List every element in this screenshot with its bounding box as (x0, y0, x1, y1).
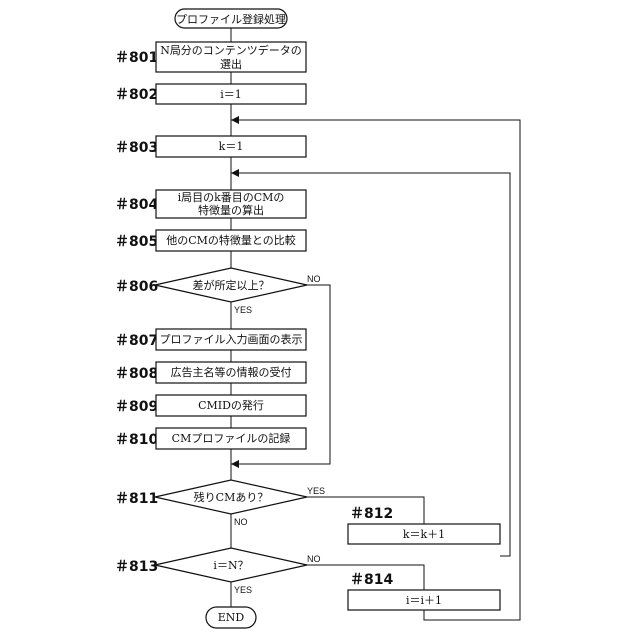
step-803-label: k＝1 (219, 140, 244, 153)
step-id: ＃804 (115, 197, 158, 213)
decision-811: ＃811 残りCMあり？ YES NO (115, 480, 325, 527)
step-id: ＃809 (115, 399, 158, 415)
step-814-label: i＝i＋1 (406, 594, 442, 607)
decision-811-label: 残りCMあり？ (194, 490, 269, 504)
step-id: ＃814 (350, 572, 393, 588)
step-805-label: 他のCMの特徴量との比較 (166, 233, 296, 247)
decision-813-yes-label: YES (234, 585, 252, 595)
decision-811-yes-label: YES (307, 486, 325, 496)
step-805: ＃805 他のCMの特徴量との比較 (115, 230, 306, 251)
step-801-line1: N局分のコンテンツデータの (160, 43, 302, 57)
step-803: ＃803 k＝1 (115, 136, 306, 157)
step-808: ＃808 広告主名等の情報の受付 (115, 362, 306, 383)
step-807-label: プロファイル入力画面の表示 (160, 332, 303, 346)
step-802: ＃802 i＝1 (115, 84, 306, 104)
step-804-line1: i局目のk番目のCMの (178, 191, 285, 204)
arrowhead (231, 460, 239, 468)
step-809-label: CMIDの発行 (198, 398, 264, 412)
step-808-label: 広告主名等の情報の受付 (171, 365, 292, 379)
start-label: プロファイル登録処理 (176, 12, 286, 26)
step-id: ＃808 (115, 366, 158, 382)
step-812-label: k＝k＋1 (403, 528, 445, 541)
end-label: END (218, 611, 245, 624)
step-802-label: i＝1 (220, 88, 242, 101)
arrowhead (231, 116, 239, 124)
step-id: ＃813 (115, 559, 158, 575)
step-804: ＃804 i局目のk番目のCMの 特徴量の算出 (115, 190, 306, 218)
step-801-line2: 選出 (220, 57, 242, 71)
step-id: ＃807 (115, 333, 158, 349)
decision-813-label: i＝N？ (213, 559, 248, 572)
step-810-label: CMプロファイルの記録 (172, 431, 291, 445)
step-id: ＃802 (115, 87, 158, 103)
decision-811-no-label: NO (234, 517, 248, 527)
step-801: ＃801 N局分のコンテンツデータの 選出 (115, 42, 306, 72)
decision-813: ＃813 i＝N？ NO YES (115, 548, 321, 595)
decision-806-no-label: NO (307, 274, 321, 284)
end-terminal: END (206, 607, 256, 628)
step-id: ＃806 (115, 279, 158, 295)
step-id: ＃805 (115, 234, 158, 250)
step-809: ＃809 CMIDの発行 (115, 395, 306, 416)
decision-813-no-label: NO (307, 554, 321, 564)
step-id: ＃811 (115, 491, 158, 507)
decision-806-label: 差が所定以上？ (193, 278, 270, 292)
step-810: ＃810 CMプロファイルの記録 (115, 428, 306, 449)
step-id: ＃801 (115, 50, 158, 66)
arrowhead (231, 169, 239, 177)
step-id: ＃803 (115, 140, 158, 156)
step-id: ＃812 (350, 506, 393, 522)
step-807: ＃807 プロファイル入力画面の表示 (115, 329, 306, 350)
decision-806: ＃806 差が所定以上？ NO YES (115, 268, 321, 315)
step-804-line2: 特徴量の算出 (198, 203, 264, 217)
step-id: ＃810 (115, 432, 158, 448)
start-terminal: プロファイル登録処理 (175, 9, 287, 28)
decision-806-yes-label: YES (234, 305, 252, 315)
